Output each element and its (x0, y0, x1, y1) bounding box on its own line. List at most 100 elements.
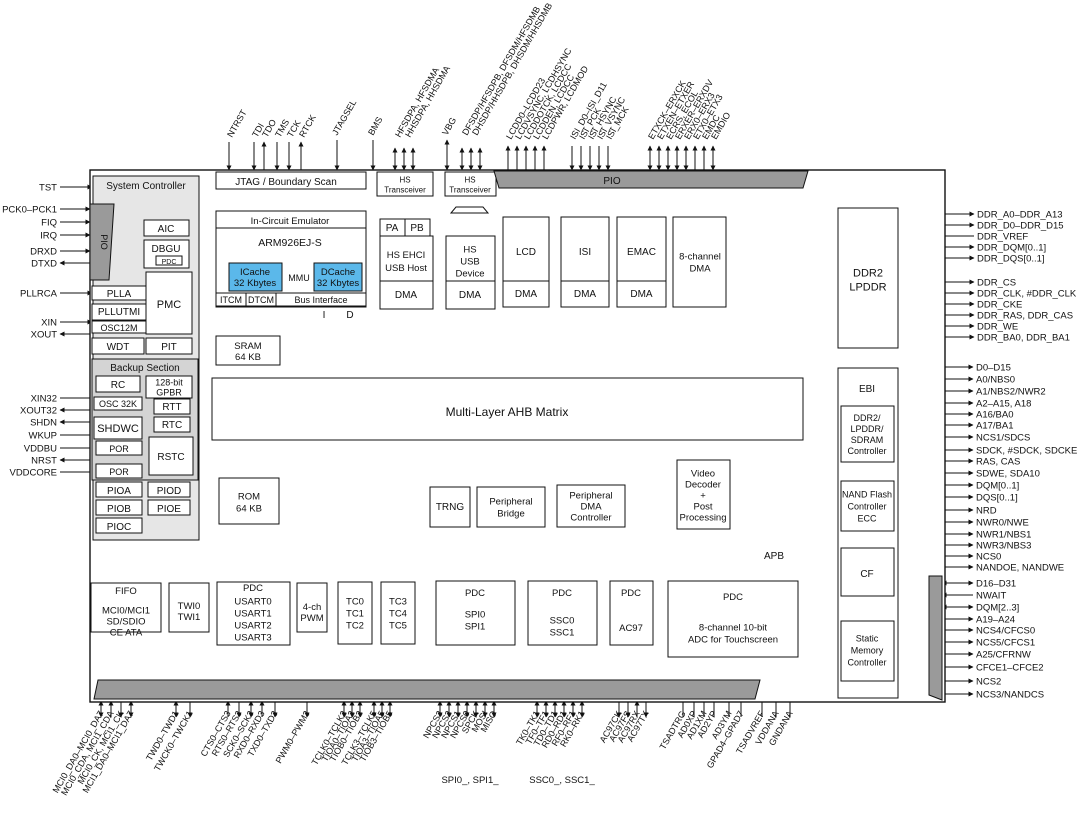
usart-label: USART0 (234, 597, 271, 608)
ddr-signal-2: DDR_VREF (977, 232, 1028, 243)
left-signal-14: NRST (31, 456, 57, 467)
tc012-label: TC0 (346, 597, 364, 608)
ac97-box (609, 580, 654, 646)
sram-box (215, 335, 281, 366)
ssc-label: SSC1 (550, 628, 575, 639)
lcd-dma-label: DMA (515, 289, 538, 300)
nand-ctrl-label: ECC (857, 514, 877, 524)
bus-d-label: D (346, 310, 353, 321)
left-signal-3: IRQ (40, 231, 57, 242)
usart-label: USART1 (234, 609, 271, 620)
spi-group-label: SPI0_, SPI1_ (441, 775, 499, 786)
ddr2-ctrl-label: SDRAM (851, 435, 884, 445)
usb-device-dma-label: DMA (459, 290, 482, 301)
hs-transceiver-host (376, 171, 434, 197)
pit-box (145, 337, 193, 355)
osc12m-label: OSC12M (100, 323, 137, 333)
ddr-signal-9: DDR_WE (977, 322, 1018, 333)
twi-label: TWI0 (178, 601, 201, 612)
usb-host-dma-box (379, 280, 434, 310)
ddr2-ctrl-label: DDR2/ (853, 413, 881, 423)
ahb-matrix-box (211, 377, 804, 441)
isi-label: ISI (579, 247, 591, 258)
dtcm-label: DTCM (248, 295, 274, 305)
icache-label: 32 Kbytes (234, 278, 276, 289)
ebi-signal-22: NCS4/CFCS0 (976, 626, 1035, 637)
ebi-label: EBI (859, 384, 875, 395)
video-box (676, 459, 731, 530)
ddr2-ctrl-box (840, 405, 895, 463)
bottom-pio-bar (93, 679, 761, 700)
rstc-box (148, 436, 194, 476)
ebi-signal-17: NANDOE, NANDWE (976, 563, 1064, 574)
piob-box (95, 499, 143, 516)
left-signal-8: XOUT (31, 330, 58, 341)
ddr2-label: DDR2 (853, 268, 883, 280)
ebi-signal-6: NCS1/SDCS (976, 433, 1030, 444)
mmu-label: MMU (288, 273, 310, 283)
dbgu-pdc-box (155, 255, 183, 266)
hs-transceiver-host-label: Transceiver (384, 186, 426, 195)
static-ctrl-box (840, 620, 895, 682)
trng-label: TRNG (436, 502, 465, 513)
pmc-box (145, 271, 193, 335)
por-box (95, 440, 143, 456)
emac-dma-label: DMA (630, 289, 653, 300)
sys-pio-label: PIO (99, 234, 109, 250)
bms-pin: BMS (366, 115, 384, 137)
pdma-box (556, 484, 626, 528)
nand-ctrl-box (840, 480, 895, 532)
static-ctrl-label: Controller (847, 658, 886, 668)
jtag-scan-label: JTAG / Boundary Scan (235, 177, 337, 188)
wdt-box (91, 337, 145, 355)
ebi-signal-10: DQM[0..1] (976, 481, 1019, 492)
dcache-box (313, 262, 363, 292)
video-label: Post (693, 502, 712, 513)
ebi-signal-1: A0/NBS0 (976, 375, 1015, 386)
ebi-signal-9: SDWE, SDA10 (976, 469, 1040, 480)
emac-label: EMAC (627, 247, 656, 258)
icache-label: ICache (240, 267, 270, 278)
rom-label: ROM (238, 492, 260, 503)
rom-box (218, 477, 280, 525)
video-label: + (700, 491, 706, 502)
tc012-box (337, 581, 373, 645)
top-pio-label: PIO (603, 176, 620, 187)
pdma-label: Controller (570, 513, 611, 524)
usart-label: USART2 (234, 621, 271, 632)
fifo-box (90, 582, 162, 633)
rc-box (95, 375, 141, 393)
piod-label: PIOD (157, 486, 181, 497)
arm-label: ARM926EJ-S (258, 237, 322, 249)
usart-label: USART3 (234, 633, 271, 644)
ebi-signal-11: DQS[0..1] (976, 493, 1018, 504)
system-controller-title: System Controller (106, 181, 186, 192)
ahb-matrix-label: Multi-Layer AHB Matrix (446, 405, 569, 419)
tc345-box (380, 581, 416, 645)
pwm-pin-0: PWM0–PWM3 (274, 709, 312, 765)
gpbr-label: 128-bit (155, 378, 183, 388)
pioa-label: PIOA (107, 486, 131, 497)
trng-box (429, 486, 471, 528)
video-label: Decoder (685, 480, 721, 491)
ddr-signal-5: DDR_CS (977, 278, 1016, 289)
tc345-label: TC5 (389, 621, 407, 632)
dcache-label: DCache (321, 267, 355, 278)
jtag-pin-0: NTRST (225, 108, 249, 139)
wdt-label: WDT (107, 342, 130, 353)
sram-label: SRAM (234, 341, 262, 352)
pwm-box (296, 582, 328, 633)
left-signal-10: XOUT32 (20, 406, 57, 417)
pdma-label: Peripheral (569, 491, 612, 502)
lcd-dma-box (502, 280, 550, 308)
hs-transceiver-device-label: HS (464, 176, 475, 185)
hs-transceiver-host-label: HS (399, 176, 410, 185)
ddr-signal-4: DDR_DQS[0..1] (977, 254, 1045, 265)
spi-pdc-label: PDC (465, 588, 485, 599)
pioe-box (147, 499, 191, 516)
bus-i-label: I (323, 310, 326, 321)
top-pio-bar (493, 170, 809, 189)
aic-label: AIC (158, 224, 175, 235)
left-signal-0: TST (39, 183, 57, 194)
